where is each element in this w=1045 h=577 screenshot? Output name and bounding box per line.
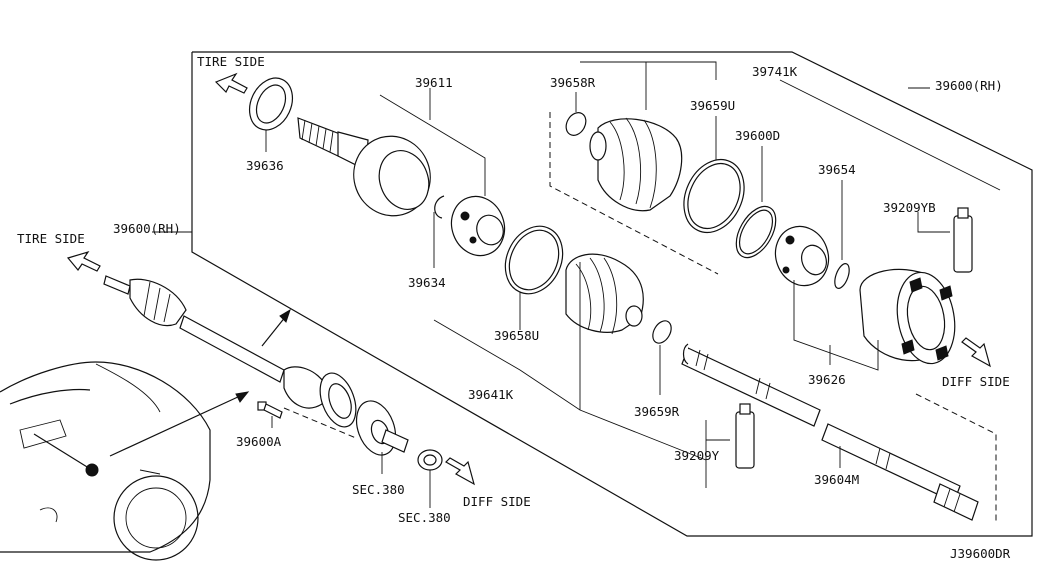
outer-cv-joint-39611: [297, 88, 486, 217]
clamp-39659r: [652, 320, 672, 395]
tire-side-arrow-left: [66, 250, 101, 272]
leader-39626: [793, 280, 879, 371]
diff-side-arrow-right: [961, 337, 991, 368]
label-sec380-a: SEC.380: [352, 482, 405, 497]
tire-side-label-top: TIRE SIDE: [197, 54, 265, 69]
inner-joint-housing: [859, 268, 956, 365]
label-39654: 39654: [818, 162, 856, 177]
diff-side-label-bottom: DIFF SIDE: [463, 494, 531, 509]
label-39600a: 39600A: [236, 434, 282, 449]
label-39659u: 39659U: [690, 98, 735, 113]
snap-ring-39634: [433, 195, 445, 268]
outer-boot: [565, 253, 644, 335]
drive-shaft-assembly: [103, 275, 357, 428]
bolt-39600a: [257, 401, 283, 428]
ball-cage-outer: [450, 195, 506, 257]
diff-side-label-right: DIFF SIDE: [942, 374, 1010, 389]
label-39741k: 39741K: [752, 64, 798, 79]
diff-flange-sec380: [283, 400, 409, 474]
label-39209y: 39209Y: [674, 448, 720, 463]
label-39600rh-box: 39600(RH): [935, 78, 1003, 93]
leader-39600-shaft: [152, 231, 193, 252]
label-39209yb: 39209YB: [883, 200, 936, 215]
tripod-joint: [774, 225, 830, 287]
label-39641k: 39641K: [468, 387, 514, 402]
ring-39600d: [735, 146, 777, 259]
vehicle-silhouette: [0, 361, 250, 561]
grease-tube-39209yb: [917, 207, 973, 273]
seal-ring-39636: [248, 77, 294, 152]
label-sec380-b: SEC.380: [398, 510, 451, 525]
label-39659r: 39659R: [634, 404, 680, 419]
leader-39741k: [779, 79, 1001, 191]
clamp-inner-39659u: [580, 61, 745, 234]
label-39600rh-shaft: 39600(RH): [113, 221, 181, 236]
label-39658r: 39658R: [550, 75, 596, 90]
clamp-39659u: [504, 225, 564, 330]
label-39636: 39636: [246, 158, 284, 173]
tire-side-arrow-top: [214, 72, 248, 94]
snap-ring-39654: [834, 180, 850, 289]
grease-tube-39209y: [706, 403, 755, 469]
label-39600d: 39600D: [735, 128, 780, 143]
label-39634: 39634: [408, 275, 446, 290]
label-39626: 39626: [808, 372, 846, 387]
diff-side-arrow-bottom: [445, 457, 475, 486]
shaft-39604m: [681, 343, 997, 524]
label-39604m: 39604M: [814, 472, 859, 487]
label-39658u: 39658U: [494, 328, 539, 343]
diagram-id: J39600DR: [950, 546, 1011, 561]
tire-side-label-left: TIRE SIDE: [17, 231, 85, 246]
leader-39641k: [433, 262, 707, 488]
label-39611: 39611: [415, 75, 453, 90]
inner-boot-group: [549, 112, 719, 275]
clamp-39658r: [565, 92, 587, 136]
oil-seal-sec380: [417, 449, 443, 508]
